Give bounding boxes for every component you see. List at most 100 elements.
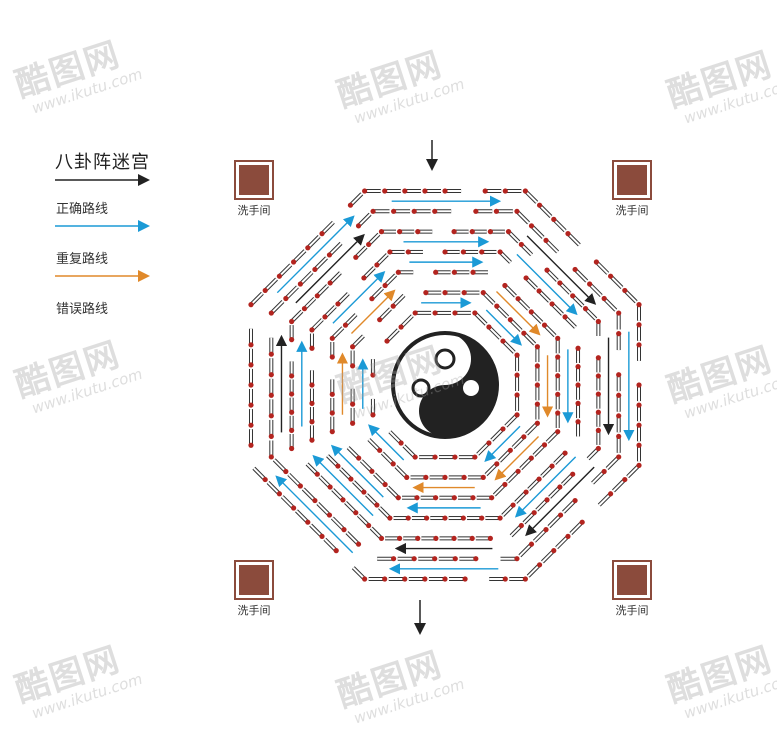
yin-yang-center bbox=[391, 331, 499, 439]
maze-wall-dot bbox=[595, 427, 601, 433]
legend-label-wrong: 错误路线 bbox=[56, 302, 109, 317]
maze-wall-dot bbox=[494, 461, 500, 467]
route-arrow bbox=[350, 289, 396, 335]
maze-walls bbox=[248, 188, 642, 582]
maze-wall-dot bbox=[366, 241, 372, 248]
maze-wall-dot bbox=[289, 337, 295, 343]
maze-wall-dot bbox=[391, 208, 397, 214]
restroom-bottom-right: 洗手间 bbox=[610, 560, 654, 618]
maze-wall-inner bbox=[307, 235, 320, 249]
maze-wall-dot bbox=[595, 391, 601, 397]
maze-wall-dot bbox=[636, 462, 642, 468]
restroom-icon bbox=[612, 160, 652, 200]
maze-wall-dot bbox=[374, 262, 380, 268]
maze-wall-dot bbox=[248, 362, 254, 368]
maze-wall-inner bbox=[321, 221, 335, 235]
maze-wall-dot bbox=[557, 512, 564, 518]
maze-wall-dot bbox=[514, 352, 520, 358]
maze-wall-inner bbox=[612, 478, 626, 492]
maze-wall-inner bbox=[527, 564, 541, 577]
maze-wall-dot bbox=[415, 229, 421, 235]
maze-wall-dot bbox=[507, 317, 513, 323]
maze-wall-dot bbox=[480, 474, 486, 480]
maze-wall-dot bbox=[451, 495, 457, 501]
maze-wall-dot bbox=[507, 447, 513, 453]
maze-wall-dot bbox=[424, 515, 430, 521]
maze-wall-dot bbox=[314, 293, 320, 299]
maze-wall-dot bbox=[283, 468, 289, 475]
maze-wall-inner bbox=[474, 312, 487, 325]
maze-wall-dot bbox=[616, 372, 622, 378]
maze-wall-dot bbox=[382, 282, 388, 289]
maze-wall-dot bbox=[432, 556, 438, 562]
maze-wall-inner bbox=[567, 232, 581, 246]
maze-wall-dot bbox=[248, 342, 254, 348]
maze-wall-dot bbox=[479, 249, 485, 255]
maze-wall-dot bbox=[442, 188, 448, 194]
maze-wall-dot bbox=[297, 281, 303, 287]
route-arrow bbox=[330, 444, 384, 498]
route-arrow bbox=[495, 290, 541, 336]
maze-wall-dot bbox=[544, 267, 550, 273]
maze-wall-dot bbox=[314, 471, 320, 477]
maze-wall-dot bbox=[289, 318, 295, 325]
maze-wall-dot bbox=[387, 249, 393, 255]
maze-wall-dot bbox=[514, 556, 520, 562]
maze-wall-dot bbox=[289, 409, 295, 415]
maze-wall-dot bbox=[582, 306, 589, 312]
maze-wall-dot bbox=[327, 484, 333, 490]
maze-wall-inner bbox=[555, 535, 569, 549]
maze-wall-dot bbox=[494, 303, 500, 309]
maze-wall-dot bbox=[309, 345, 315, 351]
maze-wall-dot bbox=[593, 259, 599, 265]
route-arrow bbox=[295, 233, 365, 304]
maze-wall-dot bbox=[616, 310, 622, 316]
maze-wall-dot bbox=[461, 290, 467, 296]
maze-wall-dot bbox=[262, 287, 268, 294]
maze-wall-dot bbox=[500, 338, 506, 344]
maze-wall-dot bbox=[472, 310, 478, 316]
legend-item-repeat: 重复路线 bbox=[55, 244, 165, 294]
maze-wall-dot bbox=[382, 481, 388, 488]
maze-wall-inner bbox=[281, 495, 295, 509]
maze-wall-dot bbox=[608, 273, 614, 279]
maze-wall-dot bbox=[412, 454, 418, 460]
maze-wall-inner bbox=[545, 239, 559, 253]
maze-wall-dot bbox=[268, 310, 274, 316]
maze-wall-inner bbox=[352, 566, 366, 580]
maze-wall-inner bbox=[530, 225, 544, 239]
maze-wall-dot bbox=[384, 338, 390, 344]
maze-wall-dot bbox=[319, 533, 325, 539]
maze-wall-dot bbox=[391, 556, 397, 562]
maze-wall-dot bbox=[531, 510, 537, 516]
maze-wall-dot bbox=[528, 455, 534, 461]
maze-wall-dot bbox=[622, 287, 628, 294]
maze-wall-dot bbox=[536, 476, 542, 482]
maze-wall-dot bbox=[268, 351, 274, 357]
maze-wall-dot bbox=[370, 412, 376, 418]
maze-wall-dot bbox=[487, 229, 493, 235]
maze-wall-dot bbox=[350, 344, 356, 350]
route-arrow bbox=[516, 253, 578, 316]
maze-wall-dot bbox=[378, 229, 385, 235]
maze-wall-dot bbox=[291, 505, 297, 511]
maze-wall-inner bbox=[524, 190, 538, 204]
maze-wall-dot bbox=[361, 275, 367, 281]
maze-wall-dot bbox=[514, 412, 520, 418]
maze-wall-dot bbox=[432, 208, 438, 214]
maze-wall-dot bbox=[555, 354, 561, 360]
maze-wall-dot bbox=[411, 208, 417, 214]
maze-wall-dot bbox=[362, 188, 368, 194]
maze-wall-dot bbox=[319, 231, 325, 237]
maze-wall-dot bbox=[514, 392, 520, 398]
maze-wall-inner bbox=[299, 271, 313, 285]
maze-wall-dot bbox=[528, 309, 534, 315]
maze-wall-dot bbox=[353, 510, 359, 516]
restroom-label: 洗手间 bbox=[615, 204, 649, 217]
restroom-icon bbox=[234, 560, 274, 600]
maze-wall-inner bbox=[278, 264, 292, 277]
maze-wall-inner bbox=[346, 531, 360, 545]
maze-wall-dot bbox=[377, 317, 383, 323]
maze-wall-dot bbox=[470, 269, 476, 275]
maze-wall-dot bbox=[415, 535, 421, 541]
